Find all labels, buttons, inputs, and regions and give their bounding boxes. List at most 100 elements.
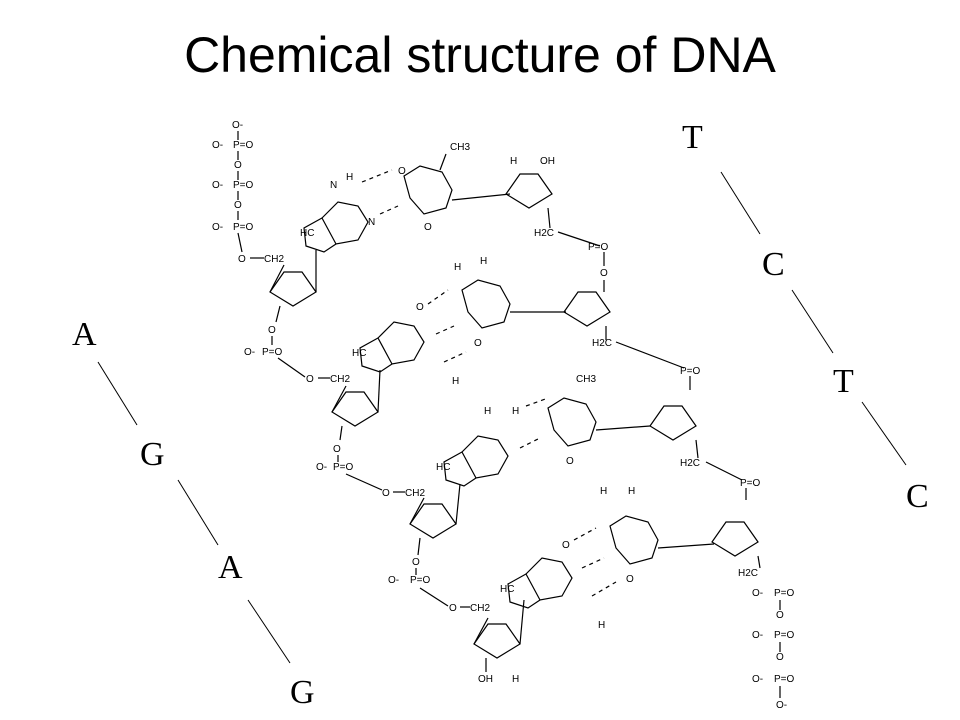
covalent-bond (409, 497, 425, 525)
atom-label: CH2 (470, 603, 490, 614)
atom-label: P=O (233, 222, 254, 233)
atom-label: O (424, 222, 432, 233)
covalent-bond (403, 165, 453, 215)
hydrogen-bond (525, 397, 549, 407)
atom-label: H (512, 406, 519, 417)
covalent-bond (451, 193, 511, 201)
atom-label: H2C (592, 338, 612, 349)
atom-label: H2C (738, 568, 758, 579)
covalent-bond (473, 617, 489, 645)
atom-label: CH3 (450, 142, 470, 153)
atom-label: P=O (333, 462, 354, 473)
atom-label: O (449, 603, 457, 614)
hydrogen-bond (519, 437, 541, 449)
atom-label: O- (316, 462, 327, 473)
atom-label: O- (244, 347, 255, 358)
atom-label: O (562, 540, 570, 551)
atom-label: O- (752, 588, 763, 599)
atom-label: O (776, 610, 784, 621)
atom-label: O (306, 374, 314, 385)
atom-label: O (566, 456, 574, 467)
hydrogen-bond (581, 557, 605, 569)
left-base-4: G (290, 674, 315, 711)
base-pair-2: HC O H H H O (352, 256, 566, 387)
base-pair-4: HC O H H H O (500, 486, 715, 631)
atom-label: O- (752, 674, 763, 685)
covalent-bond (331, 385, 347, 413)
atom-label: P=O (774, 674, 795, 685)
atom-label: CH2 (405, 488, 425, 499)
atom-label: H (484, 406, 491, 417)
hydrogen-bond (591, 581, 617, 597)
covalent-bond (711, 521, 759, 557)
covalent-bond (409, 503, 457, 539)
covalent-bond (609, 515, 659, 565)
left-base-1: A (72, 316, 97, 353)
atom-label: HC (352, 348, 366, 359)
covalent-bond (461, 279, 511, 329)
atom-label: O (382, 488, 390, 499)
right-base-2: C (762, 246, 785, 283)
covalent-bond (649, 405, 697, 441)
slide-title: Chemical structure of DNA (184, 27, 776, 83)
covalent-bond (339, 425, 343, 441)
left-base-3: A (218, 549, 243, 586)
covalent-bond (417, 537, 421, 556)
atom-label: HC (500, 584, 514, 595)
base-pair-1: HC N N H O CH3 O H OH H2C (300, 142, 601, 253)
atom-label: O (412, 557, 420, 568)
atom-label: H (454, 262, 461, 273)
left-sugars: O O- P=O O CH2 O O- P=O O CH2 (244, 250, 525, 685)
covalent-bond (505, 173, 553, 209)
atom-label: H (452, 376, 459, 387)
atom-label: O (416, 302, 424, 313)
left-triphosphate: O- O- P=O O O- P=O O O- P=O O CH2 (212, 120, 284, 265)
covalent-bond (277, 357, 306, 378)
atom-label: H (628, 486, 635, 497)
covalent-bond (547, 207, 551, 229)
atom-label: O- (752, 630, 763, 641)
atom-label: O (474, 338, 482, 349)
covalent-bond (695, 439, 699, 459)
covalent-bond (331, 391, 379, 427)
left-base-2: G (140, 436, 165, 473)
atom-label: CH3 (576, 374, 596, 385)
covalent-bond (303, 217, 337, 253)
atom-label: O (398, 166, 406, 177)
atom-label: P=O (233, 180, 254, 191)
covalent-bond (547, 397, 597, 447)
right-base-1: T (682, 119, 703, 156)
atom-label: O (776, 652, 784, 663)
atom-label: P=O (774, 588, 795, 599)
covalent-bond (443, 451, 477, 487)
atom-label: H (512, 674, 519, 685)
covalent-bond (507, 573, 541, 609)
left-link-3 (247, 599, 291, 664)
atom-label: N (330, 180, 337, 191)
hydrogen-bond (379, 205, 399, 215)
covalent-bond (377, 369, 381, 413)
atom-label: P=O (410, 575, 431, 586)
atom-label: HC (436, 462, 450, 473)
covalent-bond (377, 321, 425, 365)
hydrogen-bond (435, 325, 455, 335)
covalent-bond (419, 587, 449, 607)
covalent-bond (757, 555, 761, 569)
left-link-2 (177, 479, 219, 546)
atom-label: HC (300, 228, 314, 239)
hydrogen-bond (443, 351, 467, 363)
atom-label: O (600, 268, 608, 279)
atom-label: O- (212, 180, 223, 191)
right-base-3: T (833, 363, 854, 400)
atom-label: H (346, 172, 353, 183)
left-sequence: A G A G (72, 316, 315, 711)
right-base-4: C (906, 478, 929, 515)
covalent-bond (473, 623, 521, 659)
atom-label: H2C (534, 228, 554, 239)
atom-label: P=O (233, 140, 254, 151)
covalent-bond (275, 305, 281, 323)
atom-label: H (598, 620, 605, 631)
atom-label: H (510, 156, 517, 167)
atom-label: O- (212, 140, 223, 151)
atom-label: P=O (774, 630, 795, 641)
